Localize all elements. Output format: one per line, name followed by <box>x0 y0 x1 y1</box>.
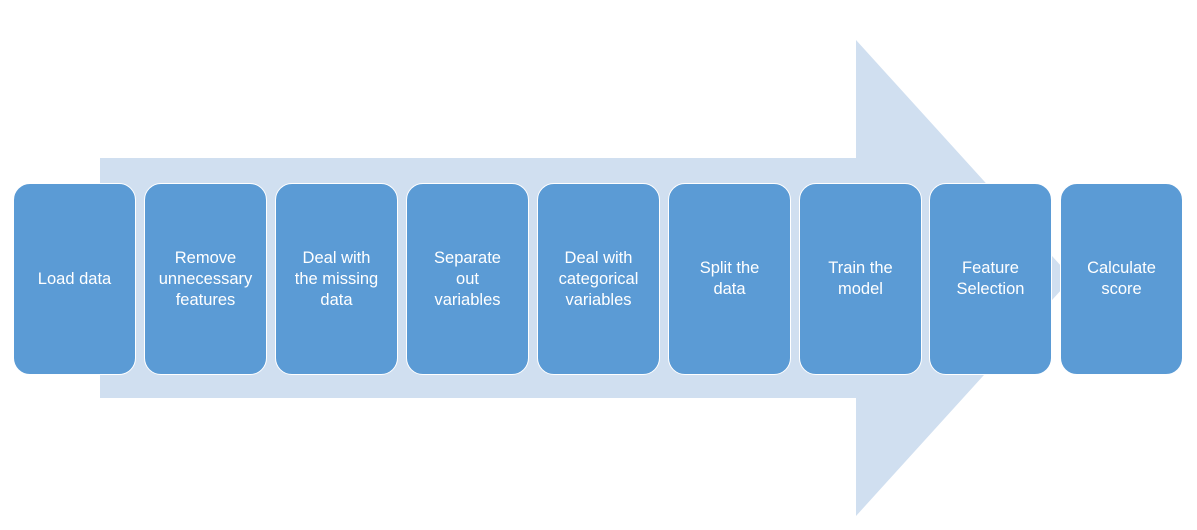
step-categorical-variables: Deal with categorical variables <box>537 183 660 375</box>
step-label: Deal with categorical variables <box>558 248 639 309</box>
step-separate-variables: Separate out variables <box>406 183 529 375</box>
step-label: Separate out variables <box>434 248 501 309</box>
step-label: Remove unnecessary features <box>158 248 253 309</box>
step-label: Calculate score <box>1087 259 1156 298</box>
step-calculate-score: Calculate score <box>1060 183 1183 375</box>
step-label: Deal with the missing data <box>294 248 379 309</box>
step-label: Train the model <box>828 259 893 298</box>
step-load-data: Load data <box>13 183 136 375</box>
step-label: Split the data <box>699 259 760 298</box>
step-feature-selection: Feature Selection <box>929 183 1052 375</box>
step-missing-data: Deal with the missing data <box>275 183 398 375</box>
step-label: Load data <box>37 269 112 288</box>
step-train-model: Train the model <box>799 183 922 375</box>
step-label: Feature Selection <box>956 259 1025 298</box>
step-split-data: Split the data <box>668 183 791 375</box>
step-remove-features: Remove unnecessary features <box>144 183 267 375</box>
